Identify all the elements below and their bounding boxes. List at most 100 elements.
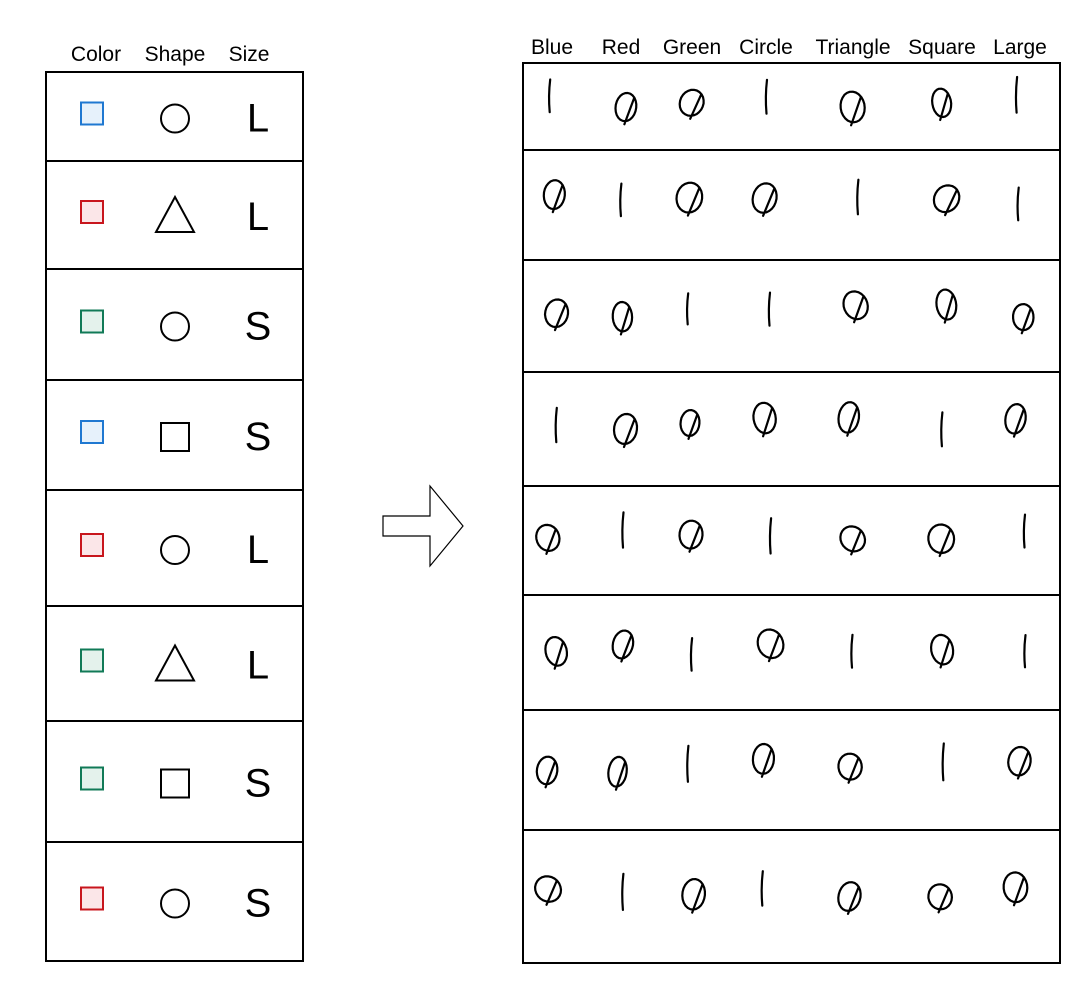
handwritten-digit-zero [611, 300, 634, 336]
legend-row-3: S [80, 305, 271, 349]
handwritten-digit-zero [535, 755, 559, 789]
legend-row-1: L [80, 97, 269, 141]
encoding-header-circle: Circle [739, 36, 793, 59]
encoding-row-3 [543, 288, 1035, 336]
size-letter-s: S [245, 882, 272, 926]
handwritten-digit-zero [839, 525, 867, 556]
red-swatch-icon [80, 200, 104, 224]
handwritten-digit-zero [543, 298, 570, 332]
handwritten-digit-zero [756, 628, 785, 663]
handwritten-digit-one [1014, 75, 1019, 114]
handwritten-digit-zero [611, 629, 635, 663]
handwritten-digit-one [619, 182, 623, 218]
encoding-row-2 [542, 178, 1020, 222]
circle-shape-icon [160, 103, 190, 134]
handwritten-digit-zero [678, 88, 705, 120]
encoding-row-8 [534, 870, 1029, 915]
encoding-header-large: Large [993, 36, 1047, 59]
circle-shape-icon [160, 311, 190, 342]
handwritten-digit-zero [675, 181, 704, 217]
handwritten-digit-zero [751, 742, 775, 778]
handwritten-digit-zero [542, 179, 566, 214]
handwritten-digit-zero [678, 519, 704, 553]
handwritten-digit-zero [1002, 871, 1029, 907]
size-letter-s: S [245, 762, 272, 806]
handwritten-digit-one [689, 637, 694, 672]
handwritten-digit-one [764, 78, 769, 115]
handwritten-digit-one [940, 411, 944, 448]
legend-row-2: L [80, 194, 269, 239]
triangle-shape-icon [154, 643, 196, 682]
right-arrow-icon [382, 484, 464, 568]
green-swatch-icon [80, 309, 104, 334]
handwritten-digit-zero [837, 401, 861, 437]
handwritten-digit-zero [607, 755, 628, 791]
encoding-header-red: Red [602, 36, 641, 59]
handwritten-digit-zero [534, 875, 563, 906]
green-swatch-icon [80, 648, 104, 673]
encoding-row-6 [544, 628, 1027, 672]
encoding-table-border [522, 62, 1061, 964]
square-shape-icon [160, 422, 190, 452]
handwritten-digit-one [1023, 634, 1027, 669]
handwritten-digit-one [685, 292, 690, 326]
handwritten-digit-zero [681, 878, 706, 914]
legend-row-8: S [80, 882, 272, 926]
encoding-header-green: Green [663, 36, 721, 59]
encoding-table [522, 62, 1061, 964]
handwritten-digit-zero [1004, 403, 1027, 438]
size-letter-l: L [247, 528, 269, 572]
size-letter-l: L [247, 195, 269, 239]
encoding-row-5 [535, 511, 1027, 558]
encoding-row-7 [535, 742, 1032, 791]
handwritten-digit-zero [935, 288, 958, 324]
encoding-row-1 [547, 75, 1019, 127]
square-shape-icon [160, 768, 190, 799]
size-letter-s: S [245, 415, 272, 459]
legend-row-4: S [80, 415, 272, 459]
handwritten-digit-zero [927, 523, 956, 558]
legend-row-6: L [80, 643, 269, 688]
legend-table-border [45, 71, 304, 962]
encoding-row-4 [554, 401, 1027, 449]
handwritten-digit-one [554, 406, 558, 444]
handwritten-digit-zero [751, 182, 778, 217]
handwritten-digit-zero [752, 401, 777, 438]
size-letter-l: L [247, 97, 269, 141]
handwritten-digit-zero [614, 91, 638, 126]
encoding-row-dividers [523, 149, 1060, 831]
handwritten-digit-one [941, 742, 945, 782]
handwritten-digit-zero [1012, 303, 1035, 335]
handwritten-digit-one [768, 517, 773, 555]
handwritten-digit-zero [679, 409, 701, 440]
legend-header-color: Color [71, 43, 121, 66]
red-swatch-icon [80, 886, 104, 911]
handwritten-digit-zero [930, 633, 955, 669]
handwritten-digit-one [621, 511, 625, 549]
handwritten-digit-zero [612, 412, 639, 449]
handwritten-digit-one [856, 178, 860, 216]
handwritten-digit-zero [544, 636, 568, 670]
encoding-rows [534, 75, 1035, 915]
legend-header-shape: Shape [145, 43, 206, 66]
handwritten-digit-one [547, 78, 552, 114]
legend-row-7: S [80, 762, 272, 806]
handwritten-digit-zero [535, 523, 561, 555]
blue-swatch-icon [80, 420, 104, 444]
blue-swatch-icon [80, 101, 104, 126]
legend-row-dividers [46, 160, 303, 843]
legend-rows: L L S S L L S S [80, 97, 272, 926]
green-swatch-icon [80, 766, 104, 791]
circle-shape-icon [160, 888, 190, 919]
handwritten-digit-one [686, 744, 690, 783]
encoding-header-blue: Blue [531, 36, 573, 59]
encoding-header-triangle: Triangle [815, 36, 890, 59]
handwritten-digit-zero [1007, 745, 1032, 780]
handwritten-digit-zero [837, 752, 863, 784]
handwritten-digit-one [1022, 513, 1027, 549]
legend-table: L L S S L L S S [45, 71, 304, 962]
legend-row-5: L [80, 528, 269, 572]
circle-shape-icon [160, 535, 190, 565]
